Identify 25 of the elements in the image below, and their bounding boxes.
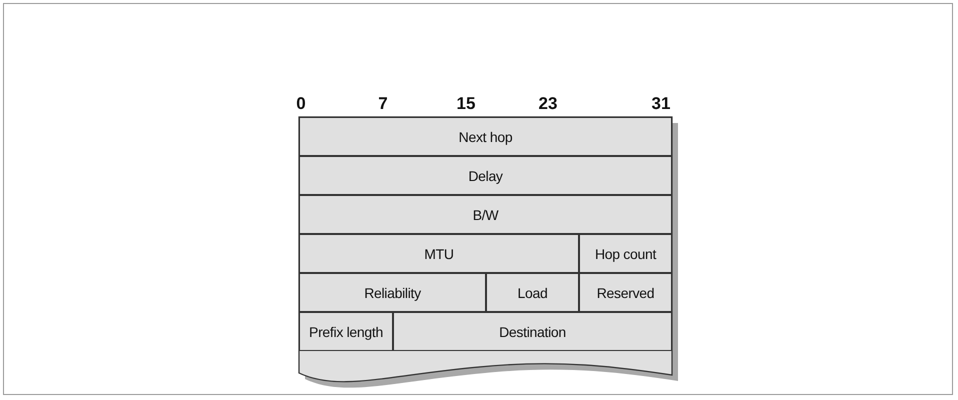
packet-field [579, 273, 672, 312]
field-label: Destination [499, 324, 566, 340]
field-label: MTU [424, 246, 454, 262]
field-label: B/W [472, 206, 498, 222]
field-label: Reliability [364, 284, 421, 300]
packet-field [486, 273, 579, 312]
field-label: Reserved [596, 284, 654, 300]
packet-field [579, 234, 672, 273]
field-label: Next hop [458, 128, 512, 144]
bit-position-label: 0 [296, 94, 306, 114]
bit-position-label: 15 [456, 94, 476, 114]
bit-position-label: 7 [378, 94, 388, 114]
field-label: Delay [468, 168, 503, 184]
packet-field [393, 312, 672, 351]
packet-field [299, 117, 672, 156]
packet-field [299, 234, 579, 273]
field-label: Prefix length [309, 324, 383, 340]
field-label: Load [518, 284, 548, 300]
packet-field [299, 195, 672, 234]
bit-position-label: 31 [652, 94, 670, 114]
packet-field [299, 156, 672, 195]
packet-field [299, 273, 486, 312]
field-label: Hop count [594, 246, 656, 262]
bit-position-label: 23 [538, 94, 558, 114]
packet-field [299, 312, 393, 351]
